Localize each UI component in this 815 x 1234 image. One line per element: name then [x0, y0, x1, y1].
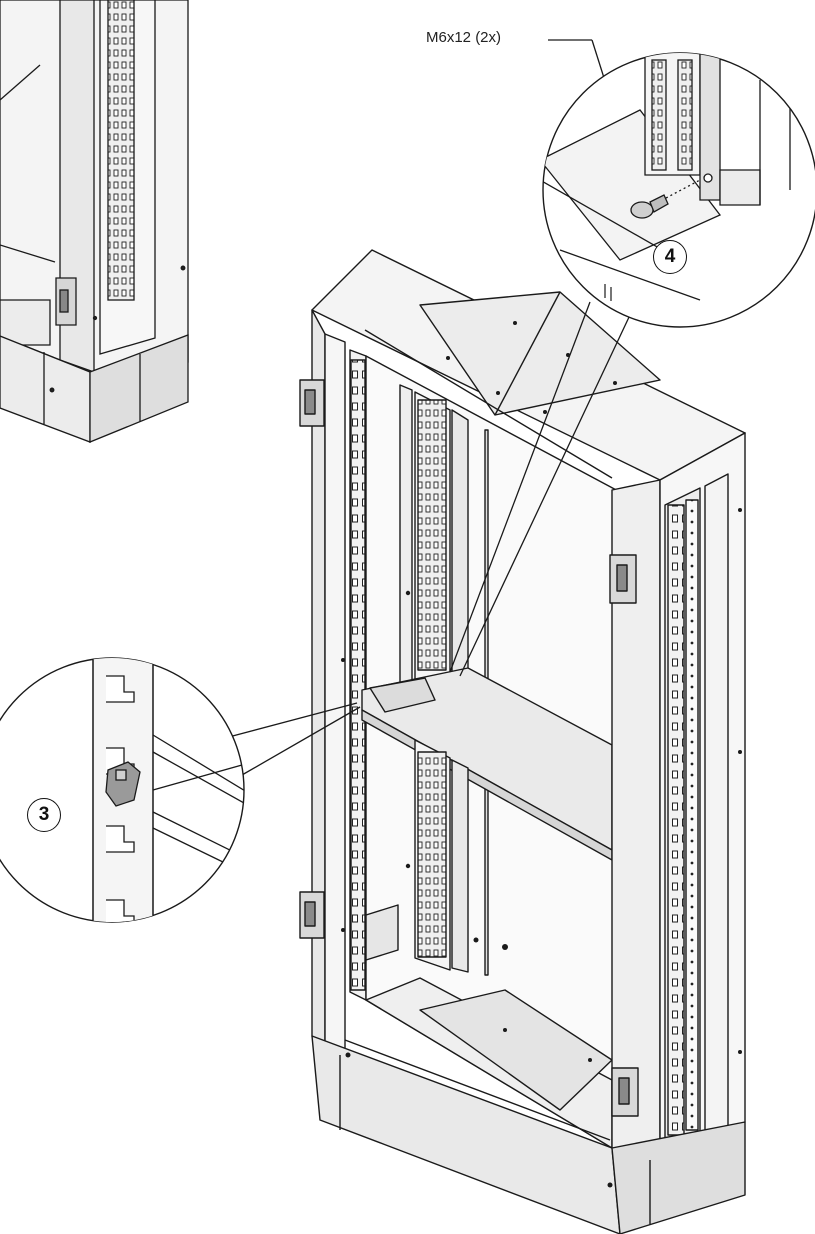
hinge-icon — [299, 891, 325, 939]
cage-nut-icon — [105, 761, 141, 807]
main-rack-cabinet — [299, 249, 746, 1234]
latch-icon — [609, 554, 637, 604]
hinge-icon — [299, 379, 325, 427]
screw-icon — [630, 179, 701, 219]
rack-plinth — [311, 1035, 621, 1234]
detail-circle-3 — [0, 657, 245, 923]
detail-circle-4 — [542, 52, 815, 328]
latch-icon — [611, 1067, 639, 1117]
step-number-3: 3 — [27, 798, 61, 832]
step-number-4: 4 — [653, 240, 687, 274]
partial-rack-left — [0, 0, 189, 443]
screw-callout-label: M6x12 (2x) — [426, 29, 502, 46]
